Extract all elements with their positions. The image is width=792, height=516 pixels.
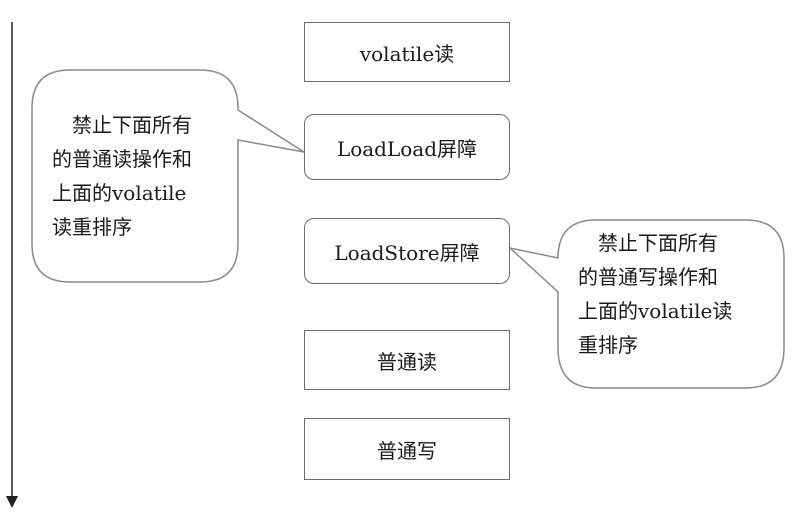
normal-write-label: 普通写 xyxy=(377,438,437,463)
normal-read-block: 普通读 xyxy=(304,330,510,390)
loadload-barrier-block: LoadLoad屏障 xyxy=(304,114,510,180)
loadstore-barrier-label: LoadStore屏障 xyxy=(334,240,480,265)
right-callout-bubble xyxy=(507,219,785,389)
volatile-read-label: volatile读 xyxy=(359,41,455,66)
loadstore-barrier-block: LoadStore屏障 xyxy=(304,218,510,284)
normal-write-block: 普通写 xyxy=(304,418,510,480)
normal-read-label: 普通读 xyxy=(377,349,437,374)
left-callout-text: 禁止下面所有 的普通读操作和 上面的volatile 读重排序 xyxy=(52,113,192,239)
volatile-read-block: volatile读 xyxy=(304,22,510,82)
left-callout-bubble xyxy=(31,69,305,283)
right-callout-text: 禁止下面所有 的普通写操作和 上面的volatile读 重排序 xyxy=(578,231,733,357)
loadload-barrier-label: LoadLoad屏障 xyxy=(336,136,478,161)
timeline-arrowhead xyxy=(6,496,18,508)
